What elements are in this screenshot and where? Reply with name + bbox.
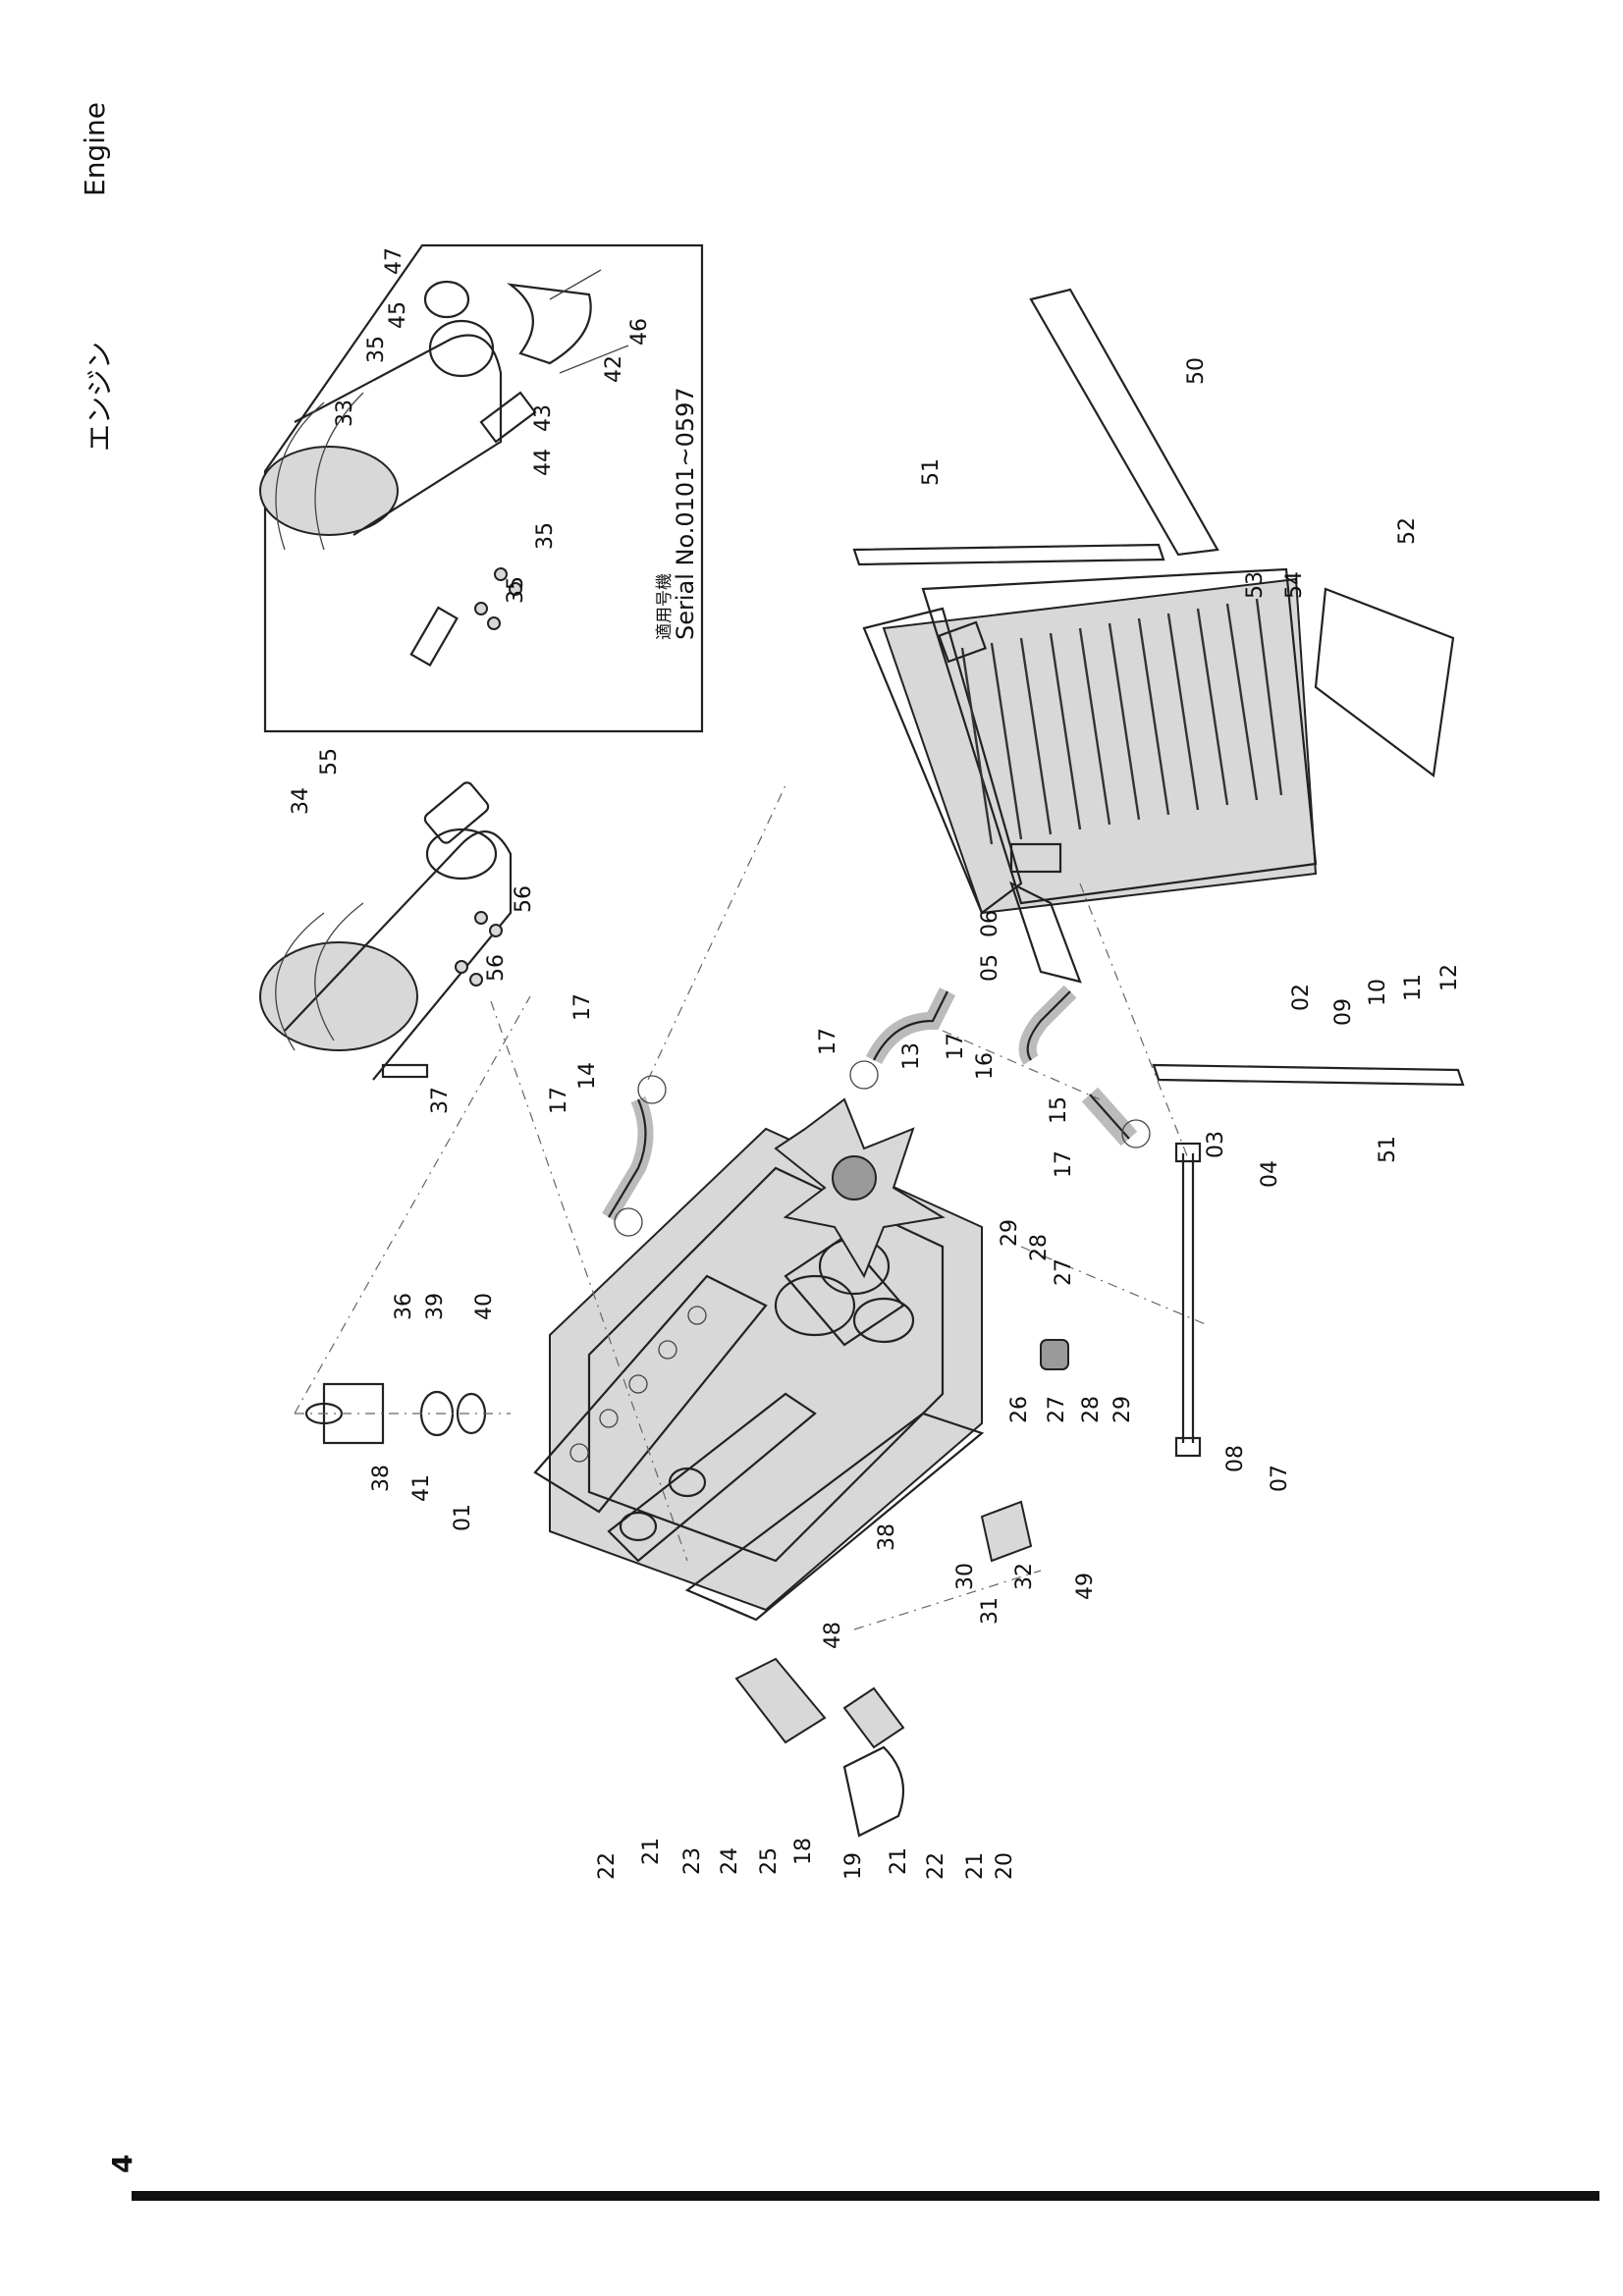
callout-51b: 51 <box>1376 1136 1400 1163</box>
callout-05: 05 <box>978 954 1002 982</box>
callout-33: 33 <box>333 400 357 427</box>
callout-03: 03 <box>1204 1131 1228 1158</box>
callout-29b: 29 <box>1110 1396 1135 1423</box>
callout-12: 12 <box>1437 964 1462 991</box>
footer-rule <box>132 2191 1599 2201</box>
callout-15: 15 <box>1047 1096 1071 1124</box>
callout-06: 06 <box>978 910 1002 937</box>
callout-38a: 38 <box>369 1465 394 1492</box>
exhaust-manifold <box>607 1392 817 1563</box>
callout-01: 01 <box>451 1504 475 1531</box>
page-number: 4 <box>106 2154 138 2173</box>
inset-note-serial: Serial No.0101~0597 <box>672 387 699 640</box>
callout-43: 43 <box>531 404 556 432</box>
exhaust-pipe <box>295 1382 511 1445</box>
inset-early-muffler: 適用号機 Serial No.0101~0597 <box>259 243 704 733</box>
valve-cover <box>533 1274 768 1514</box>
callout-17d: 17 <box>944 1033 968 1060</box>
callout-21a: 21 <box>639 1838 664 1865</box>
front-cover-and-pulleys <box>774 1235 915 1347</box>
callout-17b: 17 <box>570 993 595 1021</box>
callout-40: 40 <box>472 1293 497 1320</box>
callout-18: 18 <box>791 1838 816 1865</box>
inset-muffler-drawing <box>259 269 629 667</box>
callout-56a: 56 <box>512 885 536 913</box>
callout-25: 25 <box>757 1847 782 1875</box>
callout-28b: 28 <box>1079 1396 1104 1423</box>
callout-29a: 29 <box>998 1219 1022 1247</box>
callout-38b: 38 <box>875 1523 899 1551</box>
callout-07: 07 <box>1268 1465 1292 1492</box>
callout-02: 02 <box>1289 984 1314 1011</box>
callout-26: 26 <box>1007 1396 1032 1423</box>
callout-45: 45 <box>386 301 410 329</box>
callout-47: 47 <box>382 247 406 275</box>
callout-52: 52 <box>1395 517 1420 545</box>
callout-35b: 35 <box>533 522 558 550</box>
callout-04: 04 <box>1258 1160 1282 1188</box>
callout-11: 11 <box>1401 974 1426 1001</box>
callout-27b: 27 <box>1045 1396 1069 1423</box>
callout-34: 34 <box>289 787 313 815</box>
callout-42: 42 <box>602 355 626 383</box>
callout-27a: 27 <box>1052 1258 1076 1286</box>
muffler <box>259 781 513 1081</box>
fan-shroud-panels <box>852 288 1465 1087</box>
callout-50: 50 <box>1184 357 1209 385</box>
engine-mounts <box>734 1339 1069 1838</box>
callout-41: 41 <box>409 1474 434 1502</box>
callout-21b: 21 <box>887 1847 911 1875</box>
callout-51a: 51 <box>919 458 944 486</box>
radiator-hoses <box>602 985 1151 1237</box>
callout-16: 16 <box>973 1052 998 1080</box>
callout-19: 19 <box>841 1852 866 1880</box>
callout-08: 08 <box>1223 1445 1248 1472</box>
callout-46: 46 <box>627 318 652 346</box>
callout-22b: 22 <box>924 1852 948 1880</box>
radiator-core-fins <box>960 598 1283 845</box>
callout-labels: 01 02 03 04 05 06 07 08 09 10 11 12 13 1… <box>289 247 1462 1880</box>
callout-39: 39 <box>423 1293 448 1320</box>
callout-14: 14 <box>575 1062 600 1090</box>
inset-note-jp: 適用号機 <box>655 573 675 640</box>
callout-22a: 22 <box>595 1852 620 1880</box>
callout-20: 20 <box>993 1852 1017 1880</box>
centerlines <box>294 784 1209 1630</box>
callout-54: 54 <box>1282 571 1307 599</box>
callout-32: 32 <box>1012 1563 1037 1590</box>
callout-37: 37 <box>428 1087 453 1114</box>
callout-31: 31 <box>978 1597 1002 1625</box>
callout-23: 23 <box>680 1847 705 1875</box>
callout-30: 30 <box>953 1563 978 1590</box>
engine-block <box>533 1097 985 1622</box>
callout-17c: 17 <box>816 1028 840 1055</box>
callout-56b: 56 <box>484 954 509 982</box>
callout-48: 48 <box>821 1622 845 1649</box>
stay-rod <box>1174 1142 1202 1458</box>
callout-35c: 35 <box>504 576 528 604</box>
callout-44: 44 <box>531 449 556 476</box>
radiator <box>862 567 1318 984</box>
callout-35a: 35 <box>364 336 389 363</box>
callout-49: 49 <box>1073 1573 1098 1600</box>
callout-28a: 28 <box>1027 1234 1052 1261</box>
callout-17e: 17 <box>1052 1150 1076 1178</box>
callout-36: 36 <box>392 1293 416 1320</box>
callout-24: 24 <box>718 1847 742 1875</box>
oil-pan <box>684 1412 985 1622</box>
callout-09: 09 <box>1331 998 1356 1026</box>
callout-53: 53 <box>1243 571 1268 599</box>
callout-10: 10 <box>1366 979 1390 1006</box>
callout-55: 55 <box>317 748 342 775</box>
cooling-fan <box>774 1097 946 1279</box>
callout-13: 13 <box>899 1042 924 1070</box>
callout-21c: 21 <box>963 1852 988 1880</box>
callout-17a: 17 <box>547 1087 571 1114</box>
